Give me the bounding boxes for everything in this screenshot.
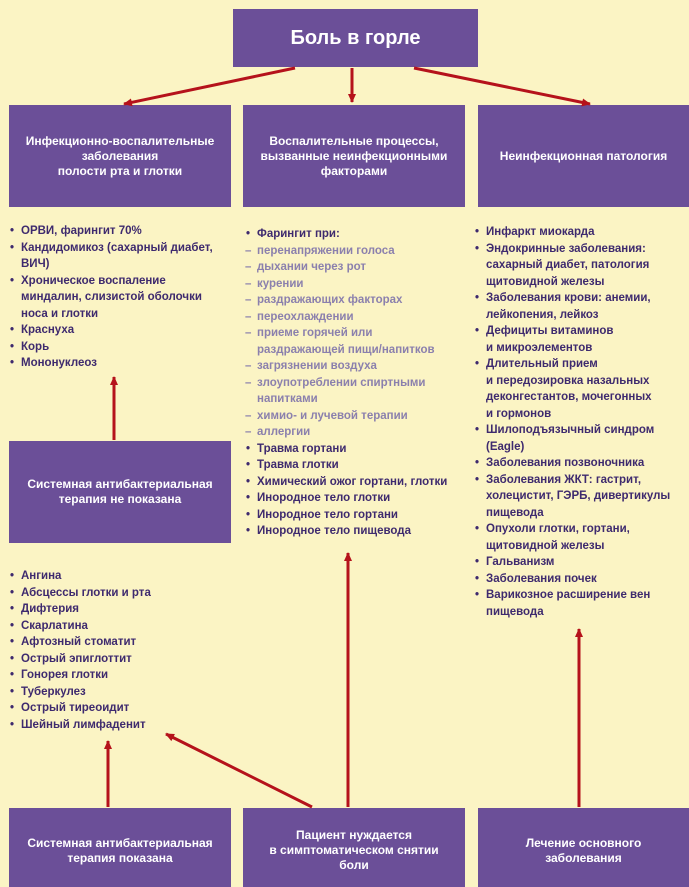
list-item: Туберкулез (9, 684, 234, 701)
list-item: Дефициты витаминов и микроэлементов (474, 323, 689, 356)
list-subitem: раздражающих факторах (245, 292, 477, 309)
list-item: Шейный лимфаденит (9, 717, 234, 734)
category-infectious-box: Инфекционно-воспалительные заболевания п… (9, 105, 231, 207)
list-item: Краснуха (9, 322, 234, 339)
list-item: ОРВИ, фарингит 70% (9, 223, 234, 240)
list-subitem: переохлаждении (245, 309, 477, 326)
category-infectious-text: Инфекционно-воспалительные заболевания п… (25, 133, 215, 178)
list-item: Инородное тело глотки (245, 490, 477, 507)
category-inflammatory-box: Воспалительные процессы, вызванные неинф… (243, 105, 465, 207)
list-item: Травма гортани (245, 441, 477, 458)
list-item: Опухоли глотки, гортани, щитовидной желе… (474, 521, 689, 554)
category-noninfectious-text: Неинфекционная патология (499, 148, 668, 163)
list-item: Ангина (9, 568, 234, 585)
list-subitem: курении (245, 276, 477, 293)
treat-underlying-box: Лечение основного заболевания (478, 808, 689, 887)
list-subitem: злоупотреблении спиртными напитками (245, 375, 477, 408)
arrow-symp-to-list (165, 732, 313, 809)
noninfectious-list: Инфаркт миокарда Эндокринные заболевания… (474, 224, 689, 620)
list-item: Длительный прием и передозировка назальн… (474, 356, 689, 422)
list-item: Химический ожог гортани, глотки (245, 474, 477, 491)
list-item: Инородное тело гортани (245, 507, 477, 524)
list-subitem: приеме горячей или раздражающей пищи/нап… (245, 325, 477, 358)
antibacterial-shown-text: Системная антибактериальная терапия пока… (27, 835, 213, 865)
infectious-list: ОРВИ, фарингит 70% Кандидомикоз (сахарны… (9, 223, 234, 372)
list-item: Корь (9, 339, 234, 356)
symptomatic-box: Пациент нуждается в симптоматическом сня… (243, 808, 465, 887)
list-item: Эндокринные заболевания: сахарный диабет… (474, 241, 689, 291)
list-subitem: дыхании через рот (245, 259, 477, 276)
inflammatory-list: Фарингит при: перенапряжении голоса дыха… (245, 226, 477, 540)
list-item: Инфаркт миокарда (474, 224, 689, 241)
symptomatic-text: Пациент нуждается в симптоматическом сня… (269, 828, 439, 872)
category-inflammatory-text: Воспалительные процессы, вызванные неинф… (260, 133, 448, 178)
antibacterial-indicated-list: Ангина Абсцессы глотки и рта Дифтерия Ск… (9, 568, 234, 733)
antibacterial-not-shown-text: Системная антибактериальная терапия не п… (27, 477, 213, 506)
list-subitem: перенапряжении голоса (245, 243, 477, 260)
antibacterial-not-shown-box: Системная антибактериальная терапия не п… (9, 441, 231, 543)
list-item: Травма глотки (245, 457, 477, 474)
arrow-title-to-infectious (123, 66, 296, 107)
list-subitem: загрязнении воздуха (245, 358, 477, 375)
list-item: Варикозное расширение вен пищевода (474, 587, 689, 620)
title-text: Боль в горле (290, 27, 421, 49)
list-subitem: аллергии (245, 424, 477, 441)
title-box: Боль в горле (233, 9, 478, 67)
list-item: Абсцессы глотки и рта (9, 585, 234, 602)
list-item: Гальванизм (474, 554, 689, 571)
list-subitem: химио- и лучевой терапии (245, 408, 477, 425)
arrow-title-to-noninfectious (413, 66, 591, 107)
list-item: Острый эпиглоттит (9, 651, 234, 668)
treat-underlying-text: Лечение основного заболевания (525, 835, 642, 865)
list-item: Заболевания ЖКТ: гастрит, холецистит, ГЭ… (474, 472, 689, 522)
list-item: Заболевания почек (474, 571, 689, 588)
list-item: Заболевания позвоночника (474, 455, 689, 472)
category-noninfectious-box: Неинфекционная патология (478, 105, 689, 207)
list-item: Мононуклеоз (9, 355, 234, 372)
list-item: Кандидомикоз (сахарный диабет, ВИЧ) (9, 240, 234, 273)
list-item: Фарингит при: (245, 226, 477, 243)
list-item: Острый тиреоидит (9, 700, 234, 717)
list-item: Дифтерия (9, 601, 234, 618)
antibacterial-shown-box: Системная антибактериальная терапия пока… (9, 808, 231, 887)
list-item: Афтозный стоматит (9, 634, 234, 651)
list-item: Гонорея глотки (9, 667, 234, 684)
list-item: Скарлатина (9, 618, 234, 635)
list-item: Инородное тело пищевода (245, 523, 477, 540)
list-item: Заболевания крови: анемии, лейкопения, л… (474, 290, 689, 323)
list-item: Хроническое воспаление миндалин, слизист… (9, 273, 234, 323)
list-item: Шилоподъязычный синдром (Eagle) (474, 422, 689, 455)
